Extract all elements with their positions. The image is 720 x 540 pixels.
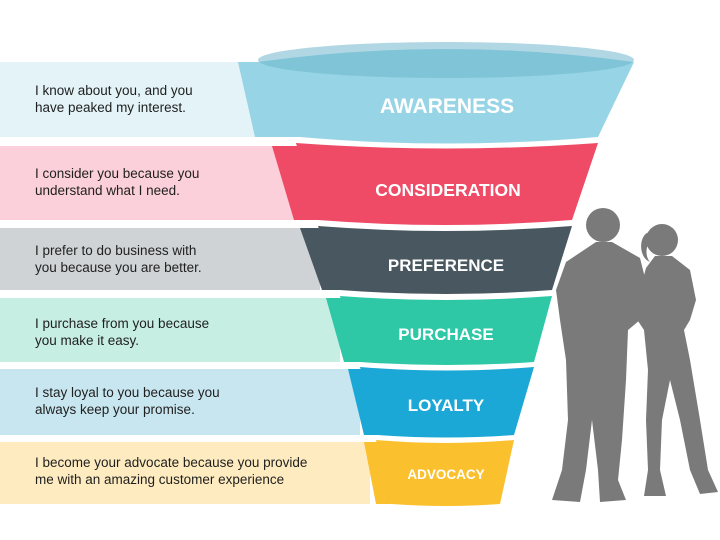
loyalty-label: LOYALTY [408,396,485,415]
awareness-label: AWARENESS [380,95,514,118]
loyalty-description: I stay loyal to you because you always k… [35,385,220,417]
advocacy-label: ADVOCACY [407,467,484,482]
consideration-description: I consider you because you understand wh… [35,166,200,198]
funnel-segment-preference: PREFERENCE [300,226,572,294]
funnel-segment-advocacy: ADVOCACY [364,440,514,506]
band-purchase: I purchase from you because you make it … [0,298,340,362]
funnel-segment-purchase: PURCHASE [326,296,552,365]
preference-description: I prefer to do business with you because… [35,243,202,275]
advocacy-description: I become your advocate because you provi… [35,455,308,487]
people-silhouette-icon [552,208,718,502]
preference-label: PREFERENCE [388,256,504,275]
consideration-label: CONSIDERATION [375,180,521,200]
band-preference: I prefer to do business with you because… [0,228,320,290]
band-consideration: I consider you because you understand wh… [0,146,300,220]
funnel-segment-consideration: CONSIDERATION [272,143,598,225]
purchase-description: I purchase from you because you make it … [35,316,210,348]
funnel-rim [258,42,634,78]
funnel-segment-loyalty: LOYALTY [348,367,534,438]
band-advocacy: I become your advocate because you provi… [0,442,370,504]
purchase-label: PURCHASE [398,325,493,344]
awareness-description: I know about you, and you have peaked my… [35,83,193,115]
band-loyalty: I stay loyal to you because you always k… [0,369,360,435]
